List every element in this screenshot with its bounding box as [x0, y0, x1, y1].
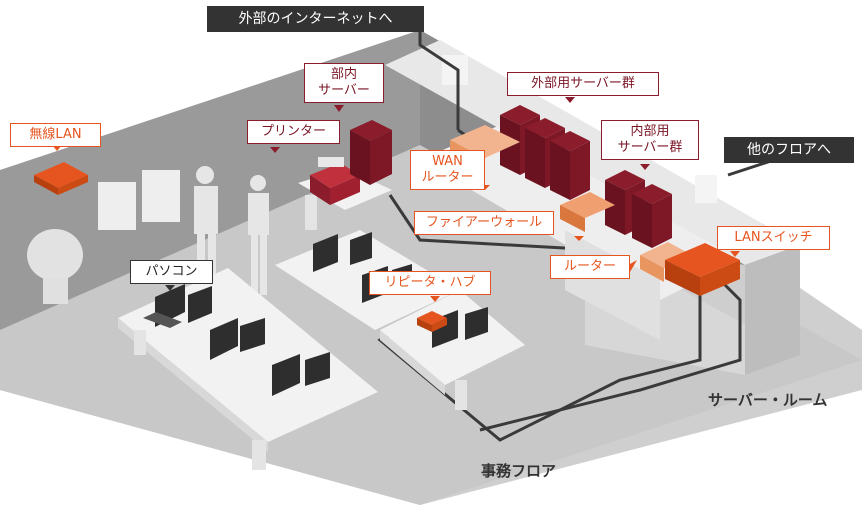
- router-label-text: ルーター: [563, 259, 616, 274]
- wan-router-label: WAN ルーター: [410, 150, 485, 190]
- wall-port-2: [695, 175, 717, 203]
- lan-switch-label-text: LANスイッチ: [734, 230, 813, 245]
- internal-server-device: [350, 120, 392, 185]
- partition-side: [745, 245, 800, 375]
- repeater-hub-device: [417, 311, 447, 332]
- wan-router-line-2: ルーター: [421, 170, 474, 185]
- wireless-lan-label-text: 無線LAN: [29, 127, 82, 142]
- router-label: ルーター: [550, 255, 630, 279]
- repeater-hub-label: リピータ・ハブ: [369, 271, 491, 295]
- wan-router-line-1: WAN: [432, 154, 463, 169]
- internal-server-line-1: 部内: [330, 67, 357, 82]
- internal-server-line-2: サーバー: [318, 83, 370, 98]
- firewall-label: ファイアーウォール: [414, 211, 554, 235]
- server-room-label-text: サーバー・ルーム: [708, 391, 828, 409]
- repeater-hub-label-text: リピータ・ハブ: [384, 275, 476, 290]
- internal-servers-label: 内部用 サーバー群: [601, 120, 699, 160]
- router-device: [640, 242, 692, 282]
- office-floor-label-text: 事務フロア: [481, 462, 557, 480]
- server-room-label: サーバー・ルーム: [708, 389, 827, 410]
- plant-pot: [43, 278, 68, 304]
- window-2: [142, 170, 180, 222]
- external-servers-label-text: 外部用サーバー群: [531, 76, 635, 91]
- printer-device: [310, 157, 360, 205]
- internet-label-text: 外部のインターネットへ: [238, 11, 393, 27]
- internal-server-label: 部内 サーバー: [304, 63, 384, 103]
- external-servers-label: 外部用サーバー群: [507, 72, 659, 96]
- internal-servers-line-2: サーバー群: [617, 140, 683, 155]
- lan-switch-label: LANスイッチ: [717, 226, 830, 250]
- window-1: [98, 182, 136, 230]
- pc-label: パソコン: [130, 260, 213, 284]
- people-silhouettes: [194, 166, 269, 295]
- firewall-device: [560, 192, 615, 232]
- laptops: [143, 232, 488, 396]
- internet-label: 外部のインターネットへ: [207, 6, 424, 32]
- pc-label-text: パソコン: [145, 264, 198, 279]
- office-floor-label: 事務フロア: [481, 460, 556, 481]
- wireless-lan-device: [34, 162, 88, 195]
- plant-leaves: [27, 229, 83, 281]
- printer-label: プリンター: [247, 120, 340, 144]
- printer-label-text: プリンター: [260, 124, 326, 139]
- other-floor-label: 他のフロアへ: [724, 137, 854, 163]
- lan-switch-device: [665, 243, 740, 296]
- internal-servers-line-1: 内部用: [630, 124, 670, 139]
- wall-port-1: [442, 55, 468, 85]
- internal-server-group: [605, 170, 672, 248]
- partition-top: [385, 40, 800, 265]
- wireless-lan-label: 無線LAN: [10, 123, 101, 147]
- firewall-label-text: ファイアーウォール: [425, 215, 543, 230]
- other-floor-label-text: 他のフロアへ: [747, 142, 831, 158]
